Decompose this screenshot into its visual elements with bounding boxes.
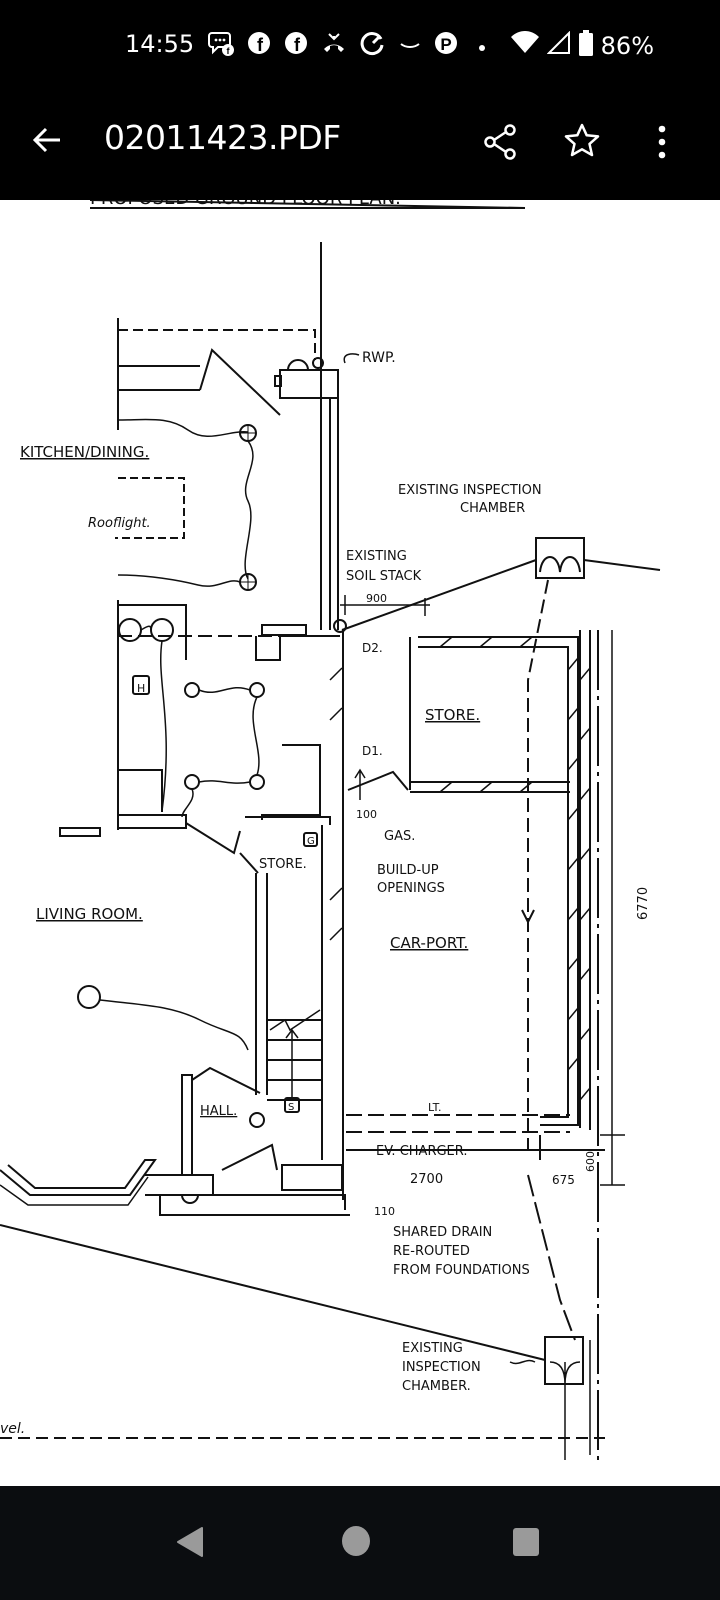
nav-back-button[interactable] (176, 1526, 204, 1563)
label-h-box: H (137, 682, 145, 695)
label-dim-6770: 6770 (636, 887, 651, 920)
star-button[interactable] (563, 122, 601, 160)
pdf-page-view[interactable]: PROPOSED GROUND FLOOR PLAN. RWP. KITCHEN… (0, 200, 720, 1486)
label-lt: LT. (428, 1101, 442, 1114)
battery-icon (578, 30, 593, 61)
missed-call-icon (321, 31, 347, 61)
label-d2: D2. (362, 641, 383, 655)
nav-recents-button[interactable] (512, 1527, 540, 1562)
amazon-icon (399, 33, 421, 59)
label-dim-110: 110 (374, 1205, 395, 1218)
battery-percent: 86% (600, 31, 654, 60)
label-car-port: CAR-PORT. (390, 934, 468, 952)
app-bar: 02011423.PDF (0, 90, 720, 200)
label-dim-100: 100 (356, 808, 377, 821)
notification-icons: f f f P (208, 31, 493, 61)
label-build-up-2: OPENINGS (377, 881, 445, 896)
share-icon (484, 124, 516, 160)
pinterest-icon: P (434, 31, 458, 61)
label-dim-900: 900 (366, 592, 387, 605)
triangle-back-icon (177, 1527, 203, 1557)
label-dim-2700: 2700 (410, 1172, 443, 1187)
label-existing-ic-bottom-1: EXISTING (402, 1341, 463, 1356)
label-dim-600: 600 (584, 1151, 597, 1172)
navigation-bar (0, 1486, 720, 1600)
label-s-box: S (288, 1102, 294, 1113)
circle-home-icon (342, 1526, 370, 1556)
facebook-icon: f (284, 31, 308, 61)
messenger-icon: f (208, 30, 234, 62)
status-bar: 14:55 f f f P (0, 0, 720, 90)
label-gas: GAS. (384, 829, 415, 844)
label-level-partial: vel. (0, 1421, 25, 1437)
share-button[interactable] (482, 122, 518, 162)
label-rwp: RWP. (362, 350, 396, 366)
system-status: 86% (510, 30, 654, 61)
label-shared-drain-3: FROM FOUNDATIONS (393, 1263, 530, 1278)
label-existing-soil-1: EXISTING (346, 549, 407, 564)
more-vert-icon (658, 125, 666, 159)
label-rooflight: Rooflight. (88, 516, 151, 531)
star-outline-icon (564, 123, 600, 157)
label-living-room: LIVING ROOM. (36, 905, 143, 923)
label-g-box: G (307, 836, 315, 847)
square-recents-icon (513, 1528, 539, 1556)
label-existing-ic-bottom-3: CHAMBER. (402, 1379, 471, 1394)
svg-text:f: f (257, 35, 264, 55)
svg-text:f: f (294, 35, 301, 55)
label-existing-ic-bottom-2: INSPECTION (402, 1360, 481, 1375)
label-shared-drain-2: RE-ROUTED (393, 1244, 470, 1259)
wifi-icon (510, 31, 539, 60)
sync-icon (360, 30, 386, 62)
svg-text:P: P (440, 35, 451, 54)
label-store-lower: STORE. (259, 857, 307, 872)
label-ev-charger: EV. CHARGER. (376, 1144, 467, 1159)
cell-signal-icon (546, 30, 571, 60)
label-existing-ic-top-1: EXISTING INSPECTION (398, 483, 542, 498)
back-button[interactable] (28, 120, 68, 160)
svg-text:f: f (227, 46, 231, 56)
status-time: 14:55 (125, 30, 195, 58)
label-shared-drain-1: SHARED DRAIN (393, 1225, 492, 1240)
document-title: 02011423.PDF (104, 118, 341, 157)
label-store-upper: STORE. (425, 706, 480, 724)
facebook-icon: f (247, 31, 271, 61)
more-options-button[interactable] (652, 122, 672, 162)
dot-icon (471, 33, 493, 59)
label-existing-soil-2: SOIL STACK (346, 569, 422, 584)
label-dim-675: 675 (552, 1173, 575, 1187)
label-d1: D1. (362, 744, 383, 758)
floor-plan-drawing: PROPOSED GROUND FLOOR PLAN. RWP. KITCHEN… (0, 200, 661, 1460)
label-existing-ic-top-2: CHAMBER (460, 501, 525, 516)
heading-text: PROPOSED GROUND FLOOR PLAN. (90, 200, 401, 209)
label-hall: HALL. (200, 1104, 237, 1119)
label-kitchen-dining: KITCHEN/DINING. (20, 443, 149, 461)
label-build-up-1: BUILD-UP (377, 863, 439, 878)
nav-home-button[interactable] (341, 1525, 371, 1562)
arrow-left-icon (32, 127, 60, 153)
